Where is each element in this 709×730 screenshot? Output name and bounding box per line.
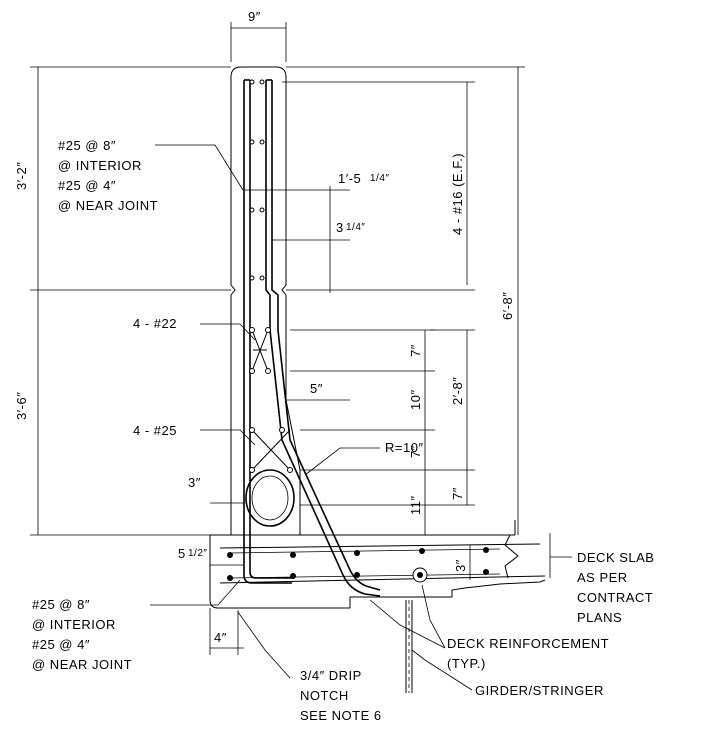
dim-5-half: 5 bbox=[178, 546, 186, 561]
dim-5-half-frac: 1/2″ bbox=[188, 548, 207, 559]
drip-label-2: NOTCH bbox=[300, 688, 349, 703]
dimension-text: 9″ 3′-2″ 3′-6″ 6′-8″ 4 - #16 (E.F.) 1′-5… bbox=[14, 9, 515, 645]
deck-slab-label-2: AS PER bbox=[577, 570, 628, 585]
drip-label-3: SEE NOTE 6 bbox=[300, 708, 382, 723]
dim-radius: R=10″ bbox=[385, 440, 424, 455]
upper-bar-label-2: @ INTERIOR bbox=[58, 158, 142, 173]
dim-offset-2-frac: 1/4″ bbox=[346, 222, 365, 233]
drip-label-1: 3/4″ DRIP bbox=[300, 668, 362, 683]
dim-offset-1-frac: 1/4″ bbox=[370, 173, 389, 184]
rebar-dots bbox=[227, 79, 489, 583]
dim-10: 10″ bbox=[408, 389, 423, 410]
deck-reinf-label-1: DECK REINFORCEMENT bbox=[447, 636, 609, 651]
dim-offset-2: 3 bbox=[336, 220, 344, 235]
note-text: #25 @ 8″ @ INTERIOR #25 @ 4″ @ NEAR JOIN… bbox=[32, 138, 654, 723]
dim-stem-bars: 4 - #16 (E.F.) bbox=[450, 153, 465, 235]
upper-bar-label-4: @ NEAR JOINT bbox=[58, 198, 158, 213]
dim-upper-height: 3′-2″ bbox=[14, 162, 29, 190]
dim-3-left: 3″ bbox=[188, 475, 201, 490]
leader-lines bbox=[150, 144, 473, 691]
dim-2-8: 2′-8″ bbox=[450, 377, 465, 405]
concrete-outline bbox=[209, 66, 546, 609]
girder-stringer bbox=[405, 600, 413, 693]
dim-7a: 7″ bbox=[408, 344, 423, 357]
deck-slab-label-3: CONTRACT bbox=[577, 590, 653, 605]
deck-slab-label-4: PLANS bbox=[577, 610, 622, 625]
dim-lower-height: 3′-6″ bbox=[14, 392, 29, 420]
dim-7c: 7″ bbox=[450, 487, 465, 500]
dimension-lines bbox=[30, 22, 572, 655]
dim-offset-1: 1′-5 bbox=[338, 171, 361, 186]
lower-bar-label-1: #25 @ 8″ bbox=[32, 597, 90, 612]
girder-label: GIRDER/STRINGER bbox=[475, 683, 604, 698]
upper-bar-label-3: #25 @ 4″ bbox=[58, 178, 116, 193]
dim-5: 5″ bbox=[310, 381, 323, 396]
lower-bar-label-4: @ NEAR JOINT bbox=[32, 657, 132, 672]
dim-3-slab: 3″ bbox=[453, 559, 468, 572]
reinforcement bbox=[229, 79, 501, 597]
dim-11: 11″ bbox=[408, 495, 423, 515]
deck-slab-label-1: DECK SLAB bbox=[577, 550, 654, 565]
dim-7b: 7″ bbox=[408, 445, 423, 458]
dim-4: 4″ bbox=[214, 630, 227, 645]
lower-bar-label-3: #25 @ 4″ bbox=[32, 637, 90, 652]
dim-top-width: 9″ bbox=[248, 9, 261, 24]
deck-reinf-label-2: (TYP.) bbox=[447, 656, 486, 671]
lower-bar-label-2: @ INTERIOR bbox=[32, 617, 116, 632]
dim-total-height: 6′-8″ bbox=[500, 292, 515, 320]
bars-25-label: 4 - #25 bbox=[133, 423, 177, 438]
bars-22-label: 4 - #22 bbox=[133, 316, 177, 331]
upper-bar-label-1: #25 @ 8″ bbox=[58, 138, 116, 153]
